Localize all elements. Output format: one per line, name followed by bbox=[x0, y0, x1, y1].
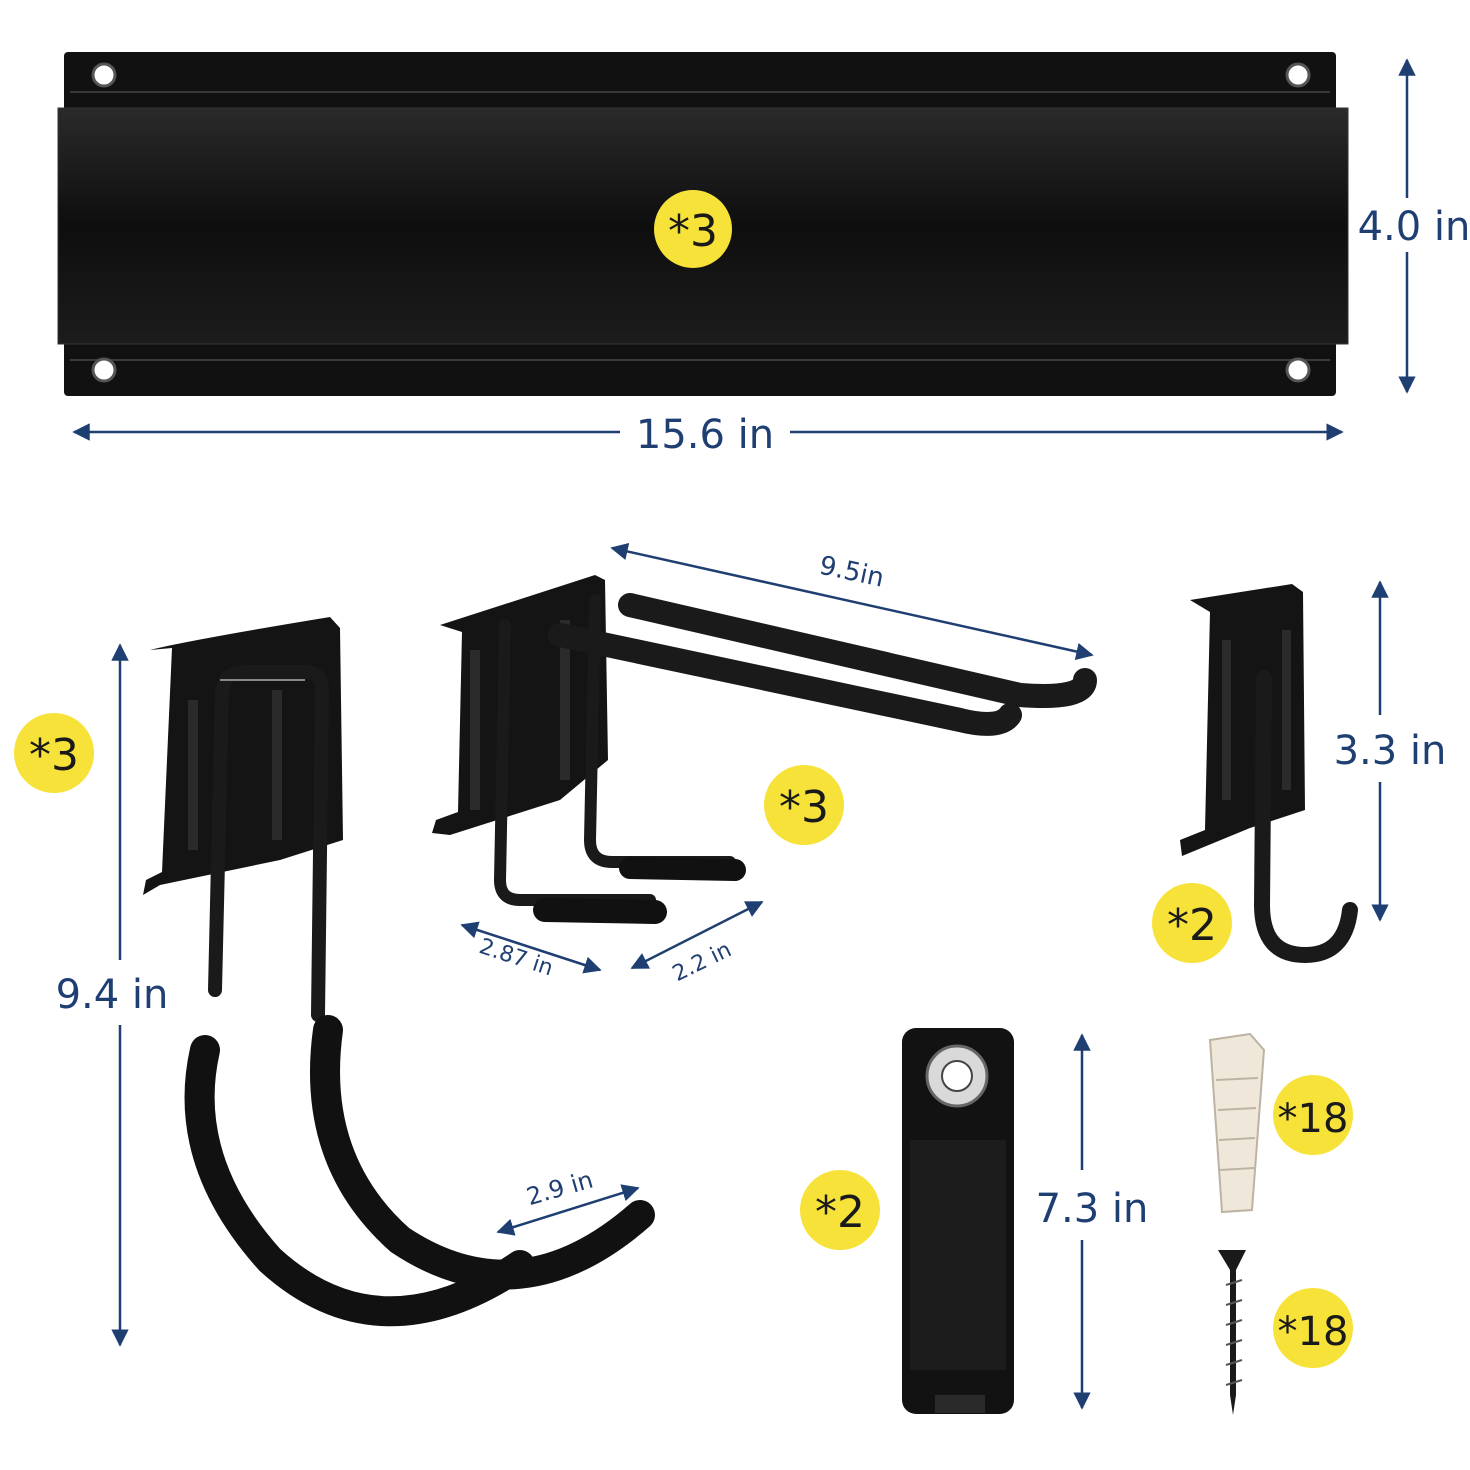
screw bbox=[1218, 1250, 1246, 1415]
screw-hole bbox=[1285, 357, 1311, 383]
j-hook bbox=[1180, 584, 1358, 964]
double-hook-length-dimension: 9.5in bbox=[610, 542, 1094, 661]
wall-anchor bbox=[1208, 1032, 1266, 1214]
screw-quantity-badge: *18 bbox=[1273, 1288, 1353, 1368]
rail-height-label: 4.0 in bbox=[1358, 204, 1470, 250]
u-hook-height-label: 9.4 in bbox=[56, 972, 169, 1018]
strap-quantity-label: *2 bbox=[815, 1187, 865, 1238]
anchor-quantity-label: *18 bbox=[1278, 1096, 1349, 1142]
strap-length-label: 7.3 in bbox=[1036, 1186, 1149, 1232]
u-hook-quantity-badge: *3 bbox=[14, 713, 94, 793]
rail-quantity-label: *3 bbox=[668, 206, 718, 257]
double-hook-length-label: 9.5in bbox=[817, 551, 887, 594]
double-hook bbox=[432, 575, 1097, 924]
j-hook-height-dimension: 3.3 in bbox=[1334, 580, 1447, 922]
rail-quantity-badge: *3 bbox=[654, 190, 732, 268]
u-hook bbox=[143, 617, 655, 1327]
double-hook-width-a-dimension: 2.87 in bbox=[460, 921, 602, 981]
screw-quantity-label: *18 bbox=[1278, 1309, 1349, 1355]
anchor-quantity-badge: *18 bbox=[1273, 1075, 1353, 1155]
screw-hole bbox=[1285, 62, 1311, 88]
j-hook-quantity-badge: *2 bbox=[1152, 883, 1232, 963]
strap-length-dimension: 7.3 in bbox=[1036, 1033, 1149, 1410]
strap-quantity-badge: *2 bbox=[800, 1170, 880, 1250]
rail-width-dimension: 15.6 in bbox=[72, 412, 1344, 458]
double-hook-width-a-label: 2.87 in bbox=[476, 934, 556, 981]
velcro-strap bbox=[902, 1028, 1014, 1414]
double-hook-quantity-label: *3 bbox=[779, 782, 829, 833]
u-hook-quantity-label: *3 bbox=[29, 730, 79, 781]
u-hook-height-dimension: 9.4 in bbox=[56, 643, 169, 1347]
double-hook-quantity-badge: *3 bbox=[764, 765, 844, 845]
j-hook-quantity-label: *2 bbox=[1167, 900, 1217, 951]
rail-width-label: 15.6 in bbox=[636, 412, 774, 458]
screw-hole bbox=[91, 357, 117, 383]
j-hook-height-label: 3.3 in bbox=[1334, 728, 1447, 774]
rail-height-dimension: 4.0 in bbox=[1358, 58, 1470, 394]
screw-hole bbox=[91, 62, 117, 88]
